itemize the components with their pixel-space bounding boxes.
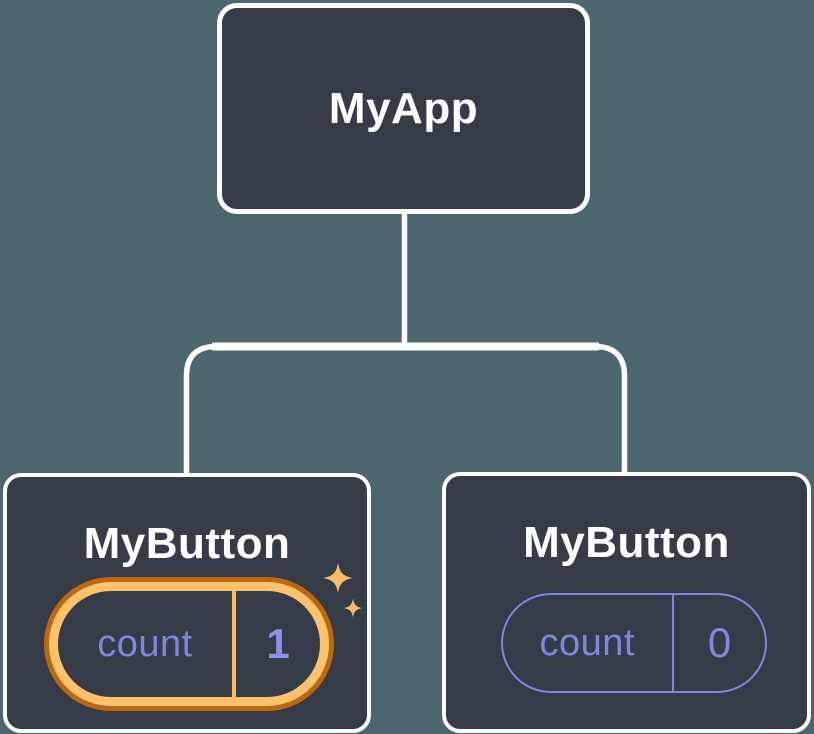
state-name-label: count	[97, 622, 193, 665]
state-pill: count 0	[501, 593, 767, 693]
state-pill-divider	[232, 591, 236, 697]
state-pill-highlighted: count 1	[44, 577, 334, 711]
state-value: 0	[707, 619, 732, 666]
node-mybutton-right-label: MyButton	[523, 518, 730, 567]
node-mybutton-left: MyButton count 1	[3, 473, 371, 733]
node-mybutton-right: MyButton count 0	[442, 472, 811, 733]
state-value: 1	[266, 620, 290, 667]
node-myapp-label: MyApp	[328, 83, 479, 133]
node-myapp: MyApp	[217, 3, 590, 214]
node-mybutton-left-label: MyButton	[83, 519, 291, 568]
state-pill-divider	[671, 595, 674, 691]
state-name-label: count	[539, 621, 635, 664]
state-pill-highlight-ring: count 1	[49, 582, 329, 706]
state-pill-body: count 1	[58, 591, 320, 697]
